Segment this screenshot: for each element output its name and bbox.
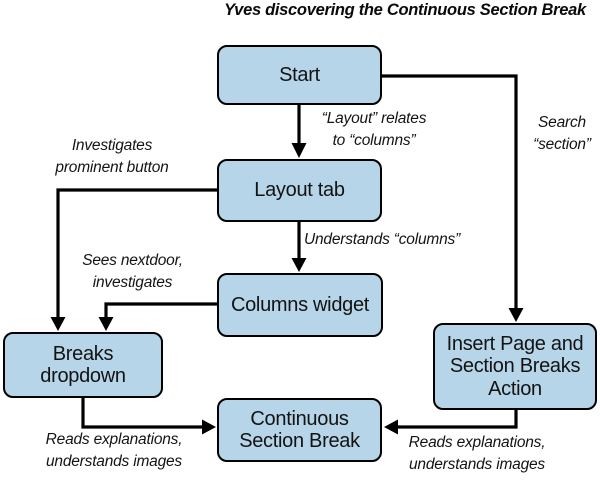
node-insert-page-section-breaks-action: Insert Page and Section Breaks Action [433, 323, 597, 410]
arrow-breaks-to-continuous [81, 397, 205, 429]
edge-label-layout-relates-to-columns: “Layout” relates to “columns” [321, 110, 427, 149]
node-start: Start [217, 45, 382, 105]
node-columns-widget: Columns widget [217, 273, 383, 337]
node-continuous-section-break: Continuous Section Break [217, 398, 382, 462]
arrow-insert-to-continuous [393, 409, 518, 429]
edge-label-understands-columns: Understands “columns” [304, 231, 461, 248]
edge-label-reads-explanations-left: Reads explanations, understands images [45, 431, 183, 470]
edge-label-reads-explanations-right: Reads explanations, understands images [408, 434, 546, 473]
arrow-layout-to-breaks [56, 188, 218, 319]
edge-label-search-section: Search “section” [533, 114, 591, 153]
edge-label-sees-nextdoor-investigates: Sees nextdoor, investigates [82, 252, 183, 291]
edge-label-investigates-prominent-button: Investigates prominent button [55, 137, 169, 176]
arrow-columns-to-breaks [104, 302, 218, 319]
diagram-title: Yves discovering the Continuous Section … [224, 1, 586, 19]
node-layout-tab: Layout tab [217, 159, 382, 222]
node-breaks-dropdown: Breaks dropdown [3, 332, 163, 398]
arrow-start-to-insert [381, 74, 518, 310]
